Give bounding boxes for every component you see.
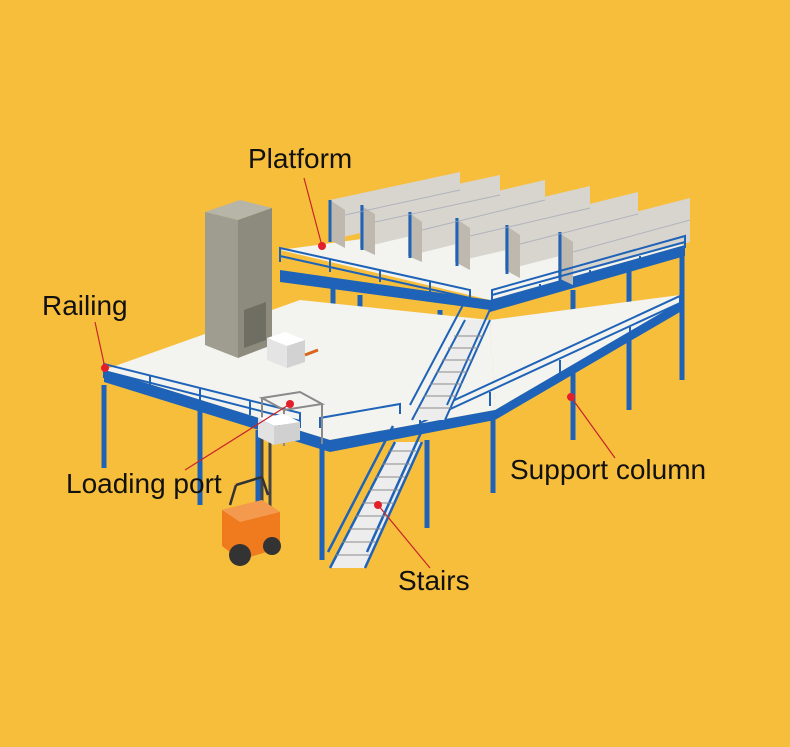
forklift — [222, 414, 300, 566]
lower-deck-extension-top — [490, 295, 680, 410]
loading-port-label: Loading port — [66, 468, 222, 499]
lower-deck-extension — [495, 300, 680, 420]
support-column-label: Support column — [510, 454, 707, 485]
leader-platform — [303, 177, 323, 247]
leader-stairs — [377, 504, 431, 569]
upper-deck-beam-right — [490, 245, 685, 312]
marker-dots — [101, 242, 575, 509]
pallet-load — [267, 332, 319, 368]
lower-deck-beam-right — [330, 410, 495, 452]
leader-railing — [94, 321, 106, 369]
marker-loading-port — [286, 400, 294, 408]
leader-lines — [94, 177, 616, 569]
marker-railing — [101, 364, 109, 372]
marker-stairs — [374, 501, 382, 509]
platform-label: Platform — [248, 143, 353, 174]
upper-deck-beam-front — [280, 270, 490, 310]
leader-loading-port — [184, 403, 291, 471]
railing-label: Railing — [42, 290, 128, 321]
leader-support-column — [570, 396, 616, 459]
rack-grid-lines — [344, 189, 691, 253]
upper-railing — [279, 234, 686, 306]
lift-tower — [205, 200, 272, 358]
storage-racks — [328, 172, 691, 285]
stairs-label: Stairs — [398, 565, 470, 596]
stairs-upper — [409, 304, 493, 421]
lower-railing — [103, 294, 681, 430]
marker-platform — [318, 242, 326, 250]
marker-support-column — [567, 393, 575, 401]
